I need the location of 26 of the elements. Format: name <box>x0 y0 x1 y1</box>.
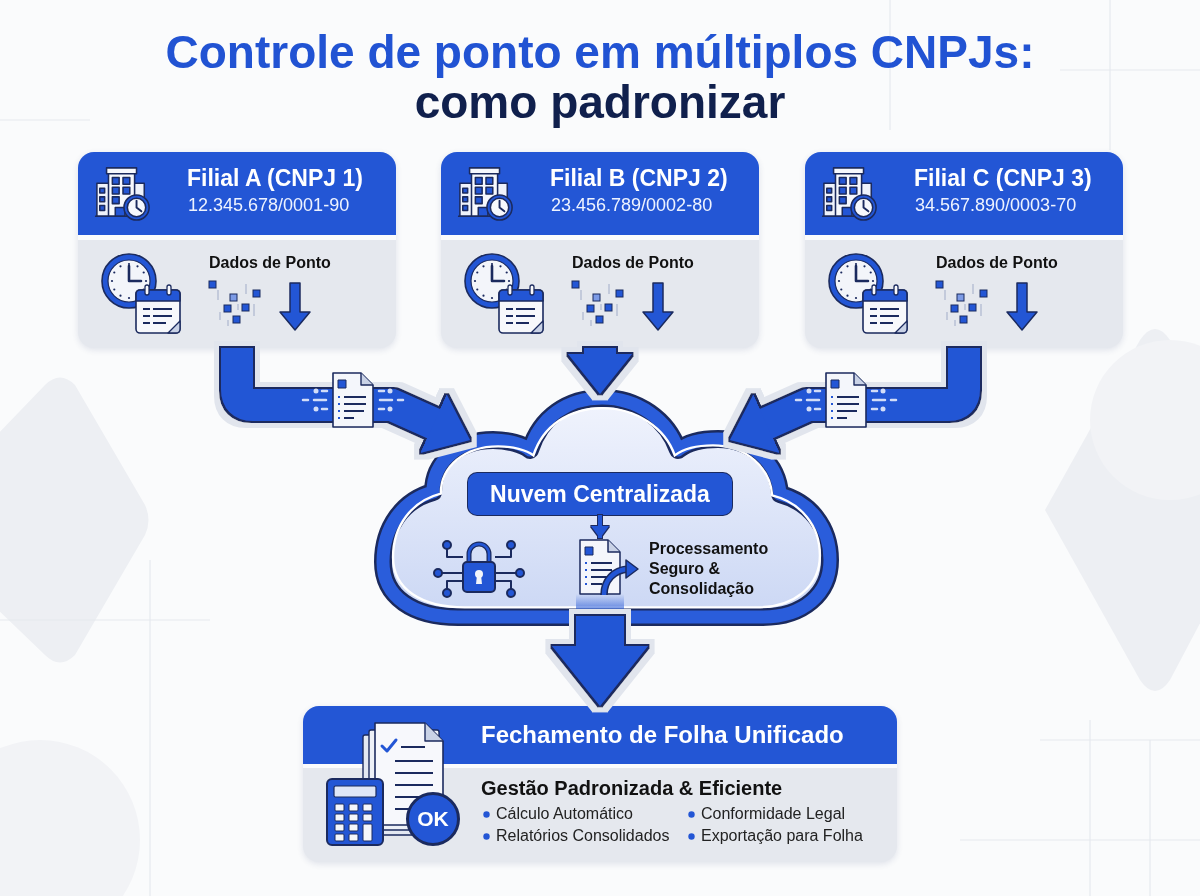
section-label: Dados de Ponto <box>936 253 1058 273</box>
card-subtitle: Gestão Padronizada & Eficiente <box>481 776 783 800</box>
branch-name: Filial C (CNPJ 3) <box>914 164 1092 192</box>
arrow <box>591 515 609 538</box>
document-icon <box>578 538 640 596</box>
summary-card <box>303 706 897 862</box>
section-label: Dados de Ponto <box>572 253 694 273</box>
branch-card <box>805 152 1123 348</box>
cnpj-number: 12.345.678/0001-90 <box>188 194 350 216</box>
feature-item: Relatórios Consolidados <box>496 826 670 846</box>
cloud-heading: Nuvem Centralizada <box>468 473 732 515</box>
status-badge: OK <box>406 792 460 846</box>
branch-name: Filial A (CNPJ 1) <box>187 164 363 192</box>
cnpj-number: 23.456.789/0002-80 <box>551 194 713 216</box>
branch-card <box>441 152 759 348</box>
card-title: Fechamento de Folha Unificado <box>481 720 844 750</box>
branch-card <box>78 152 396 348</box>
feature-item: Exportação para Folha <box>701 826 863 846</box>
feature-item: Conformidade Legal <box>701 804 846 824</box>
feature-item: Cálculo Automático <box>496 804 633 824</box>
cnpj-number: 34.567.890/0003-70 <box>915 194 1077 216</box>
flow-arrow <box>552 616 648 706</box>
section-label: Dados de Ponto <box>209 253 331 273</box>
diagram-title: Controle de ponto em múltiplos CNPJs: como padronizar <box>164 27 1036 127</box>
process-description: Processamento Seguro & Consolidação <box>649 539 770 599</box>
branch-name: Filial B (CNPJ 2) <box>550 164 728 192</box>
